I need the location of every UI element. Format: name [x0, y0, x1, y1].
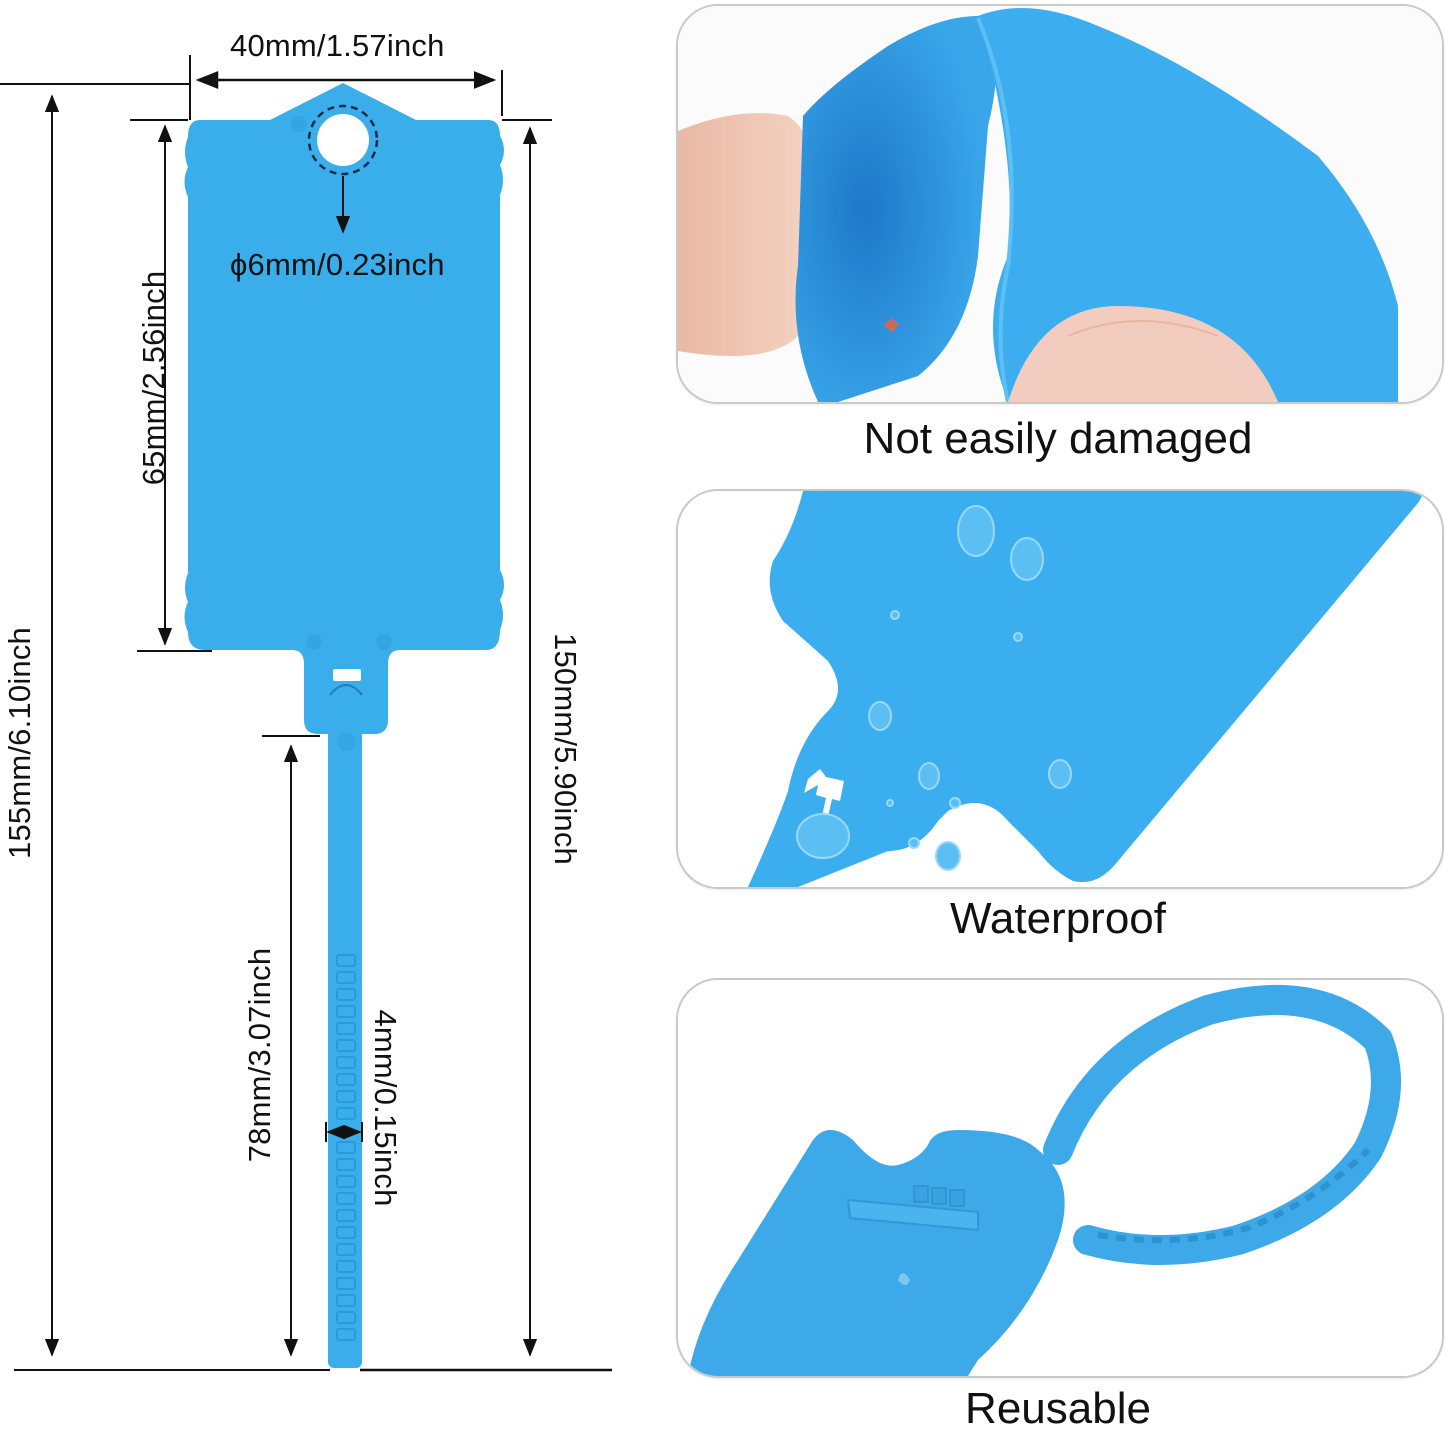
- hang-hole: [317, 114, 369, 166]
- feature-caption-reusable: Reusable: [965, 1384, 1151, 1433]
- strap-width-label: 4mm/0.15inch: [368, 1009, 403, 1207]
- hole-diameter-label: ϕ6mm/0.23inch: [230, 247, 445, 282]
- tag-with-looped-strap-image: [678, 980, 1442, 1376]
- feature-caption-waterproof: Waterproof: [949, 894, 1166, 943]
- feature-panel-durability: [676, 4, 1444, 404]
- total-height-label: 155mm/6.10inch: [2, 627, 37, 859]
- tag-bent-between-fingers-image: [678, 6, 1442, 402]
- dimension-diagram: 40mm/1.57inch ϕ6mm/0.23inch 65mm/2.56inc…: [0, 0, 640, 1432]
- tag-width-label: 40mm/1.57inch: [230, 28, 445, 63]
- tag-drawing: [0, 55, 612, 1372]
- feature-panel-reusable: [676, 978, 1444, 1378]
- feature-caption-durability: Not easily damaged: [863, 414, 1253, 463]
- tag-with-water-droplets-image: [678, 491, 1442, 887]
- tag-body-height-label: 65mm/2.56inch: [136, 270, 171, 486]
- feature-panel-waterproof: [676, 489, 1444, 889]
- water-droplets: [796, 505, 1072, 871]
- strap-toothed-length-label: 78mm/3.07inch: [242, 947, 277, 1163]
- strap: [328, 728, 362, 1368]
- lock-slot: [333, 669, 361, 681]
- strap-length-total-label: 150mm/5.90inch: [548, 633, 583, 865]
- strap-teeth: [336, 954, 356, 1341]
- tag-body: [184, 83, 504, 734]
